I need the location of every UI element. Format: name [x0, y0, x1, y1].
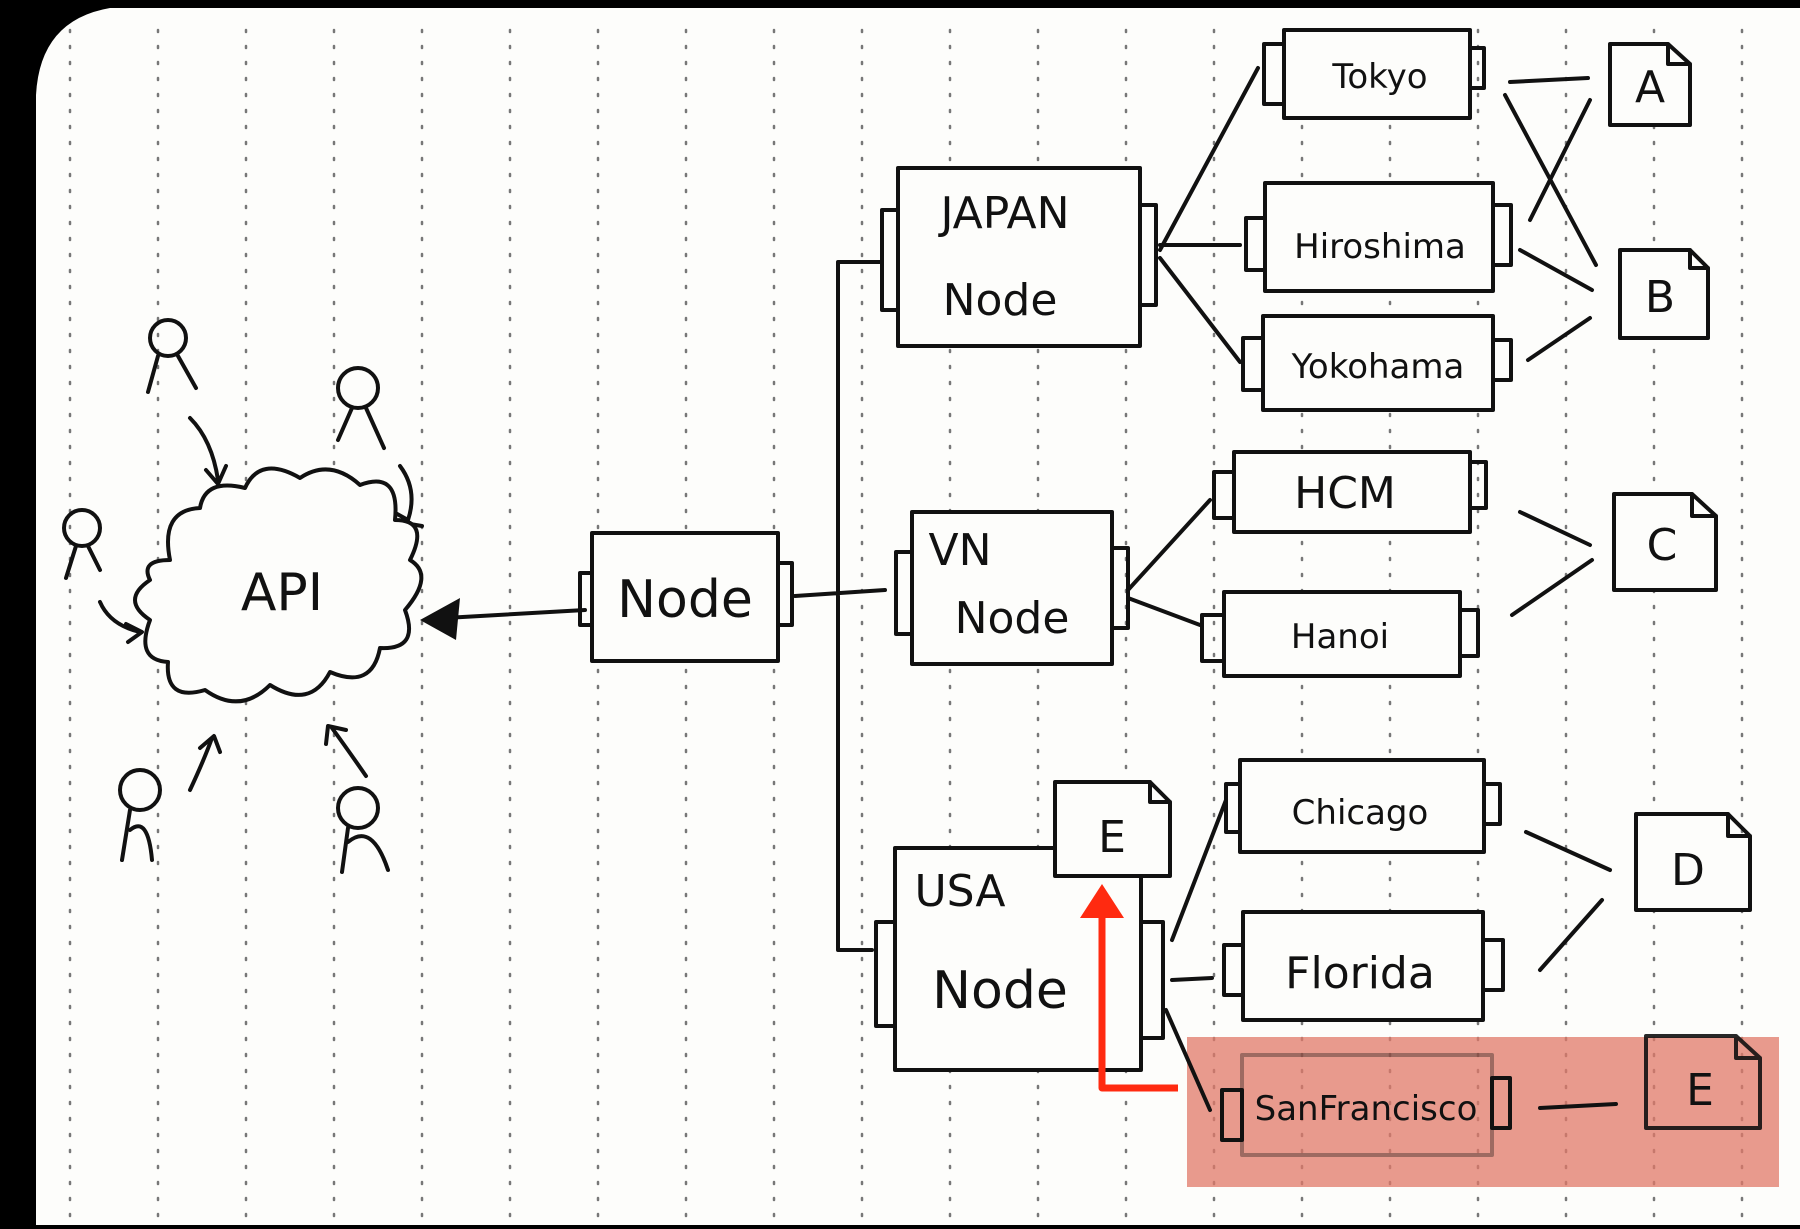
city-node-chicago: Chicago [1224, 758, 1502, 854]
doc-e-sf-label: E [1686, 1065, 1714, 1116]
san-francisco-label: SanFrancisco [1255, 1089, 1478, 1129]
florida-label: Florida [1285, 948, 1435, 999]
usa-title: USA [914, 866, 1005, 917]
user-icon [62, 508, 102, 580]
cloud-icon [133, 466, 424, 704]
region-node-usa: USA Node [874, 846, 1165, 1072]
japan-title: JAPAN [937, 188, 1069, 239]
doc-d-label: D [1671, 845, 1705, 896]
hiroshima-label: Hiroshima [1294, 227, 1466, 267]
document-icon: E [1644, 1034, 1762, 1130]
hanoi-label: Hanoi [1291, 617, 1389, 657]
hcm-label: HCM [1294, 468, 1396, 519]
doc-b-label: B [1645, 272, 1675, 323]
city-node-florida: Florida [1222, 910, 1505, 1022]
root-node-label: Node [617, 570, 753, 630]
document-icon: C [1612, 492, 1718, 592]
api-gateway: API [133, 466, 424, 704]
document-icon: A [1608, 42, 1692, 127]
region-node-vn: VN Node [894, 510, 1130, 666]
city-node-hanoi: Hanoi [1200, 590, 1480, 678]
vn-title: VN [928, 525, 991, 576]
yokohama-label: Yokohama [1291, 347, 1465, 387]
user-icon [118, 768, 162, 862]
api-label: API [241, 563, 323, 623]
doc-c-label: C [1647, 520, 1678, 571]
city-node-yokohama: Yokohama [1241, 314, 1513, 412]
san-francisco-highlight [1187, 1037, 1779, 1187]
user-icon [336, 366, 386, 450]
city-node-hcm: HCM [1212, 450, 1488, 534]
city-node-san-francisco: SanFrancisco [1220, 1053, 1512, 1157]
root-node: Node [578, 531, 794, 663]
tokyo-label: Tokyo [1331, 57, 1427, 97]
usa-node-label: Node [932, 961, 1068, 1021]
root-connector [793, 260, 887, 952]
vn-node-label: Node [955, 593, 1070, 644]
city-node-tokyo: Tokyo [1262, 28, 1486, 120]
japan-node-label: Node [943, 275, 1058, 326]
user-icon [146, 318, 198, 394]
document-icon: D [1634, 812, 1752, 912]
doc-a-label: A [1635, 62, 1665, 113]
region-node-japan: JAPAN Node [880, 166, 1158, 348]
user-icon [336, 786, 390, 874]
city-node-hiroshima: Hiroshima [1244, 181, 1513, 293]
document-icon: E [1053, 780, 1172, 878]
doc-e-usa-label: E [1098, 812, 1126, 863]
document-icon: B [1618, 248, 1710, 340]
city-document-connectors [1503, 76, 1618, 1110]
chicago-label: Chicago [1292, 793, 1429, 833]
node-to-api-arrow [420, 598, 587, 640]
replication-arrow [1080, 884, 1178, 1092]
region-city-connectors [1126, 66, 1260, 1112]
